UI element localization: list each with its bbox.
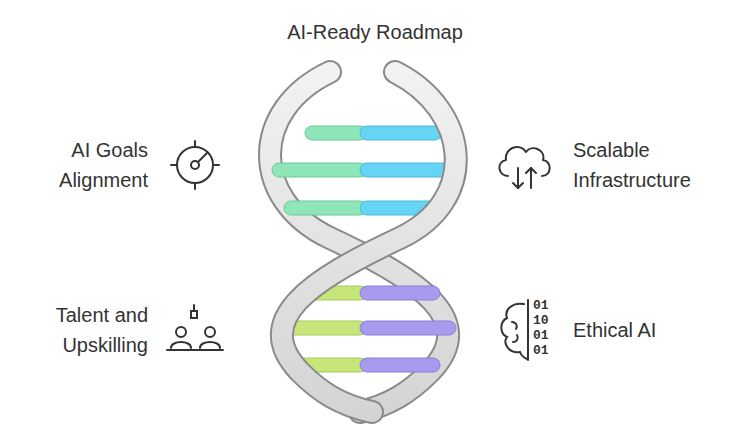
cloud-icon [499, 147, 549, 188]
people-icon [167, 305, 223, 350]
goal-label: Talent and Upskilling [22, 300, 148, 360]
goal-label: AI Goals Alignment [30, 135, 148, 195]
binary-digits: 10 [533, 313, 557, 328]
binary-digits: 01 [533, 298, 557, 313]
brain-icon [501, 300, 528, 360]
binary-digits: 01 [533, 343, 557, 358]
binary-digits: 01 [533, 328, 557, 343]
target-icon [171, 141, 219, 189]
goal-label: Scalable Infrastructure [573, 135, 733, 195]
front-strand [282, 72, 456, 412]
goal-label: Ethical AI [573, 315, 733, 345]
diagram-title: AI-Ready Roadmap [0, 17, 750, 47]
